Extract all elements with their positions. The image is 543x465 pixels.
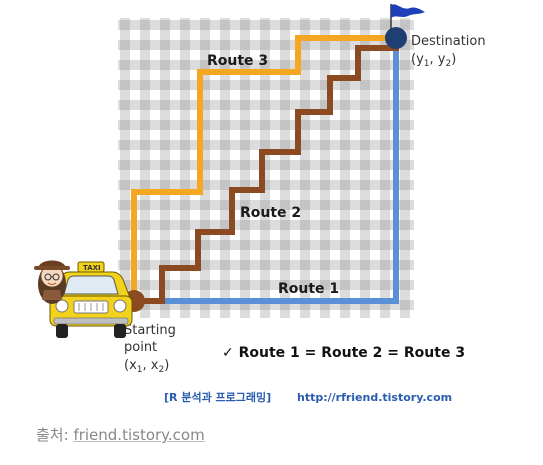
taxi-icon: TAXI [49,261,133,338]
blog-name: [R 분석과 프로그래밍] [164,390,271,404]
source-prefix: 출처: [36,426,74,444]
driver-icon [34,260,70,304]
start-coord-sub1: 1 [137,365,143,375]
start-coordinates: (x1, x2) [124,358,169,375]
start-coord-open: (x [124,358,137,373]
destination-coord-sub1: 1 [424,59,430,69]
route-3-path [131,35,396,301]
source-link[interactable]: friend.tistory.com [73,426,205,444]
taxi-sign-text: TAXI [83,264,101,272]
start-coord-sub2: 2 [158,365,164,375]
route-2-label: Route 2 [240,205,301,221]
blog-url: http://rfriend.tistory.com [297,391,452,404]
start-label-line2: point [124,340,157,355]
route-diagram: Route 3 Route 2 Route 1 Destination (y1,… [34,4,486,404]
route-1-label: Route 1 [278,281,339,297]
destination-node [385,27,407,49]
start-coord-close: ) [164,358,169,373]
destination-coord-open: (y [411,52,424,67]
start-label-line1: Starting [124,323,176,338]
destination-coord-sub2: 2 [445,59,451,69]
route-1-path [134,38,399,304]
destination-label: Destination [411,34,486,49]
route-equation: ✓ Route 1 = Route 2 = Route 3 [222,345,465,361]
destination-coord-mid: , y [430,52,446,67]
diagram-canvas: Route 3 Route 2 Route 1 Destination (y1,… [34,4,486,404]
destination-coord-close: ) [451,52,456,67]
source-caption: 출처: friend.tistory.com [36,424,205,445]
start-coord-mid: , x [143,358,159,373]
destination-coordinates: (y1, y2) [411,52,456,69]
route-2-path [134,38,399,304]
route-3-label: Route 3 [207,53,268,69]
flag-icon [390,4,425,30]
